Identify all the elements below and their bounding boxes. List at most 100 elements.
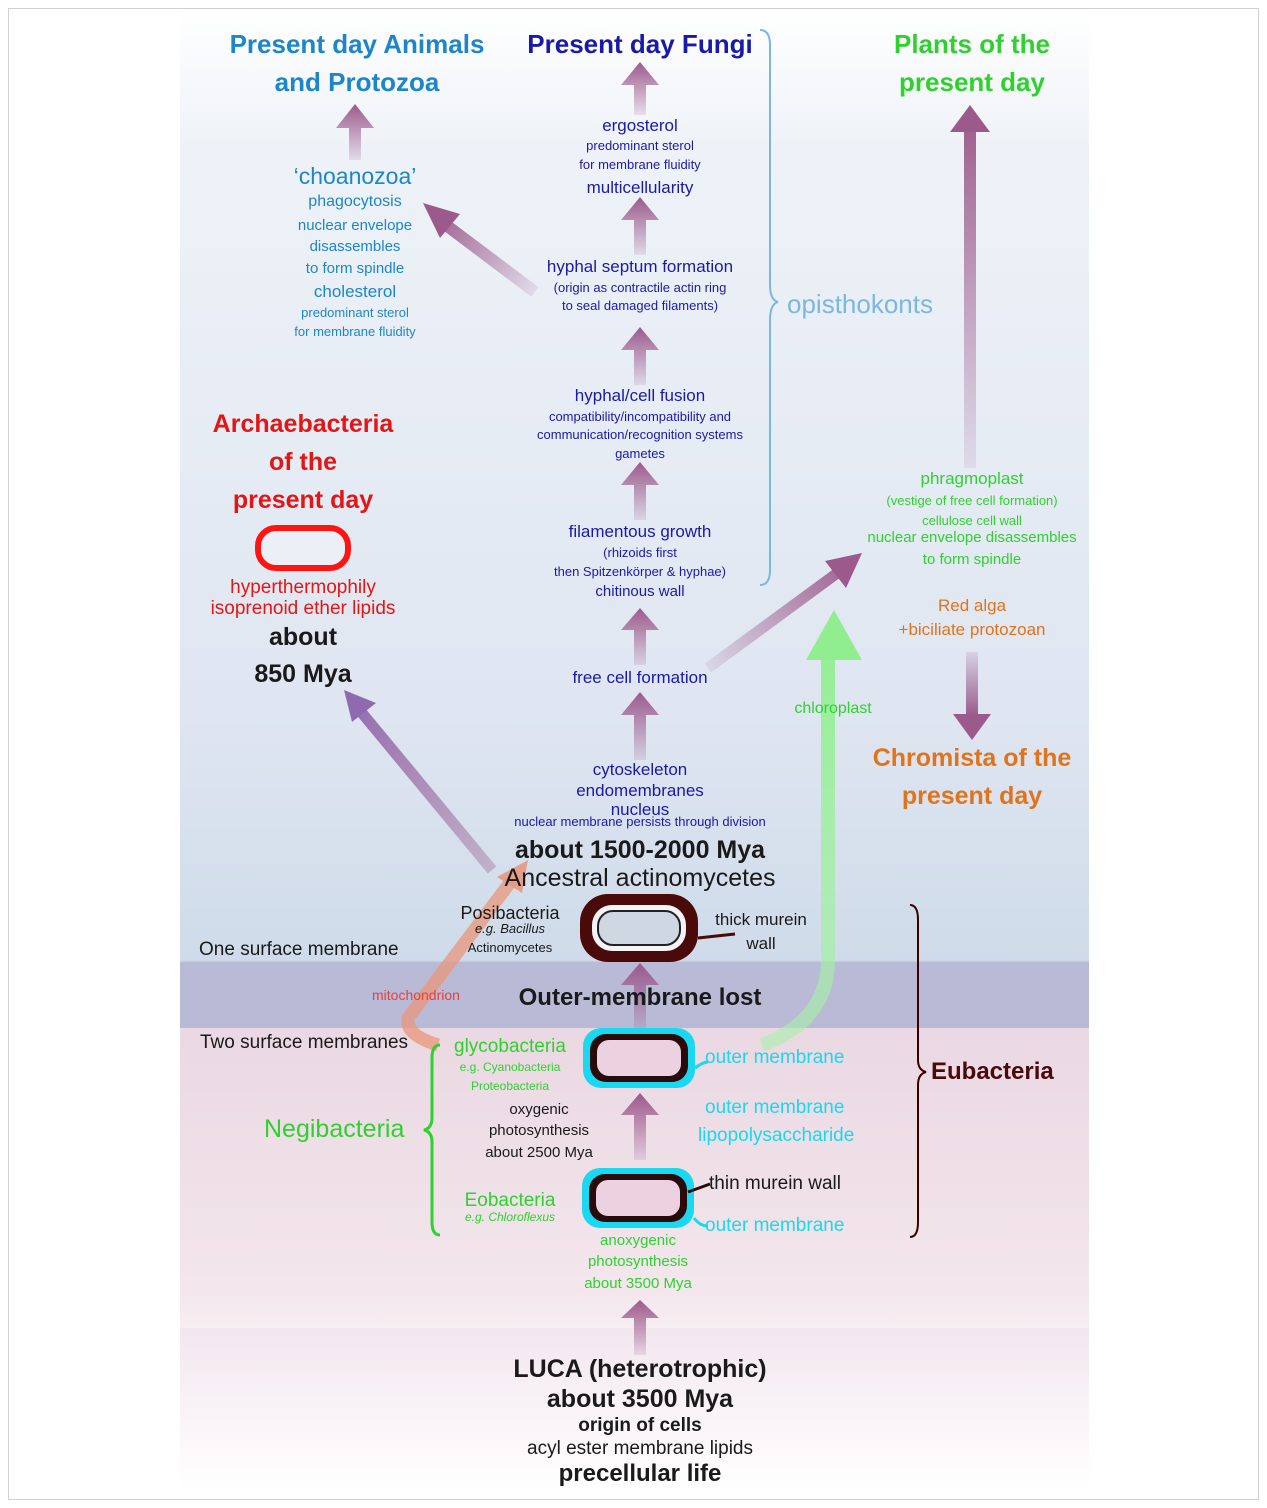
plants-heading-line2: present day	[899, 67, 1045, 97]
glyco-eg2: Proteobacteria	[470, 1079, 550, 1093]
up-arrow-septum	[621, 197, 659, 255]
eobacteria-outer-membrane-label: outer membrane	[705, 1215, 845, 1236]
up-arrow-filamentous	[621, 462, 659, 520]
thin-murein-label: thin murein wall	[709, 1173, 841, 1194]
animals-heading-line2: and Protozoa	[274, 67, 440, 97]
eubacteria-label: Eubacteria	[931, 1058, 1054, 1085]
isoprenoid-label: isoprenoid ether lipids	[210, 598, 396, 619]
nuclear-membrane-label: nuclear membrane persists through divisi…	[514, 814, 766, 829]
ergosterol-sub2: for membrane fluidity	[579, 157, 701, 172]
phragmoplast-label: phragmoplast	[920, 469, 1024, 488]
phragmoplast-sub: (vestige of free cell formation)	[886, 493, 1058, 508]
thick-murein-label2: wall	[746, 934, 776, 953]
multicellularity-label: multicellularity	[586, 178, 694, 197]
eobacteria-eg: e.g. Chloroflexus	[464, 1210, 556, 1224]
archaea-heading-line1: Archaebacteria	[212, 410, 394, 438]
up-arrow-fungi	[621, 62, 659, 115]
choanozoa-line6: predominant sterol	[301, 305, 409, 320]
free-cell-to-plants-arrow	[704, 553, 862, 673]
nucleus-label: nucleus	[610, 800, 670, 819]
ergosterol-sub1: predominant sterol	[586, 138, 694, 153]
fungi-heading: Present day Fungi	[527, 29, 753, 59]
glycobacteria-cell	[583, 1028, 709, 1088]
opisthokonts-label: opisthokonts	[787, 289, 933, 319]
up-arrow-cyto	[621, 692, 659, 760]
plants-heading-line1: Plants of the	[893, 29, 1051, 59]
archaea-arrow	[344, 690, 497, 874]
mitochondrion-label: mitochondrion	[372, 987, 460, 1003]
up-arrow-free-cell	[621, 608, 659, 665]
glyco-eg1: e.g. Cyanobacteria	[459, 1060, 561, 1074]
biciliate-label: +biciliate protozoan	[898, 620, 1046, 639]
precellular-life-label: precellular life	[558, 1460, 722, 1487]
cytoskeleton-label: cytoskeleton	[592, 760, 688, 779]
anoxygenic-date-label: about 3500 Mya	[584, 1275, 692, 1292]
fusion-label: hyphal/cell fusion	[574, 386, 706, 405]
central-evolution-arrows	[336, 62, 659, 1355]
septum-sub2: to seal damaged filaments)	[561, 298, 719, 313]
ergosterol-label: ergosterol	[602, 116, 678, 135]
archaea-about: about	[268, 623, 338, 651]
eobacteria-cell	[582, 1168, 711, 1228]
filamentous-sub2: then Spitzenkörper & hyphae)	[554, 564, 726, 579]
chromista-heading-line2: present day	[901, 782, 1043, 810]
opisthokont-bracket	[759, 29, 779, 586]
choanozoa-line1: phagocytosis	[308, 193, 402, 210]
up-arrow-fusion	[621, 327, 659, 385]
posibacteria-cell	[580, 894, 736, 962]
up-arrow-luca	[621, 1300, 659, 1355]
choanozoa-arrow	[423, 203, 539, 297]
origin-of-cells-label: origin of cells	[578, 1415, 702, 1436]
eubacteria-bracket	[909, 904, 927, 1238]
fusion-sub3: gametes	[615, 446, 665, 461]
chromista-heading-line1: Chromista of the	[872, 744, 1072, 772]
archaea-mya: 850 Mya	[254, 660, 352, 688]
luca-date-label: about 3500 Mya	[546, 1385, 734, 1413]
plant-nuclear-envelope-label: nuclear envelope disassembles	[867, 529, 1077, 546]
chromista-arrow	[953, 652, 991, 740]
hyperthermophily-label: hyperthermophily	[230, 577, 376, 598]
filamentous-sub1: (rhizoids first	[603, 545, 677, 560]
archaea-cell	[255, 525, 351, 571]
fusion-sub2: communication/recognition systems	[537, 427, 743, 442]
outer-membrane-lost-label: Outer-membrane lost	[518, 984, 762, 1011]
oxygenic-photosynthesis-label: photosynthesis	[488, 1122, 590, 1139]
glyco-outer-membrane-label: outer membrane	[705, 1047, 845, 1068]
posibacteria-label: Posibacteria	[460, 903, 560, 923]
actinomycetes-label: Actinomycetes	[467, 940, 553, 955]
outer-membrane-label: outer membrane	[705, 1097, 845, 1118]
two-surface-membranes-label: Two surface membranes	[200, 1032, 409, 1053]
ancestral-mya: about 1500-2000 Mya	[514, 836, 766, 864]
archaea-heading-line2: of the	[268, 448, 338, 476]
choanozoa-line5: cholesterol	[313, 282, 397, 301]
lipopolysaccharide-label: lipopolysaccharide	[698, 1125, 855, 1146]
anoxygenic-label: anoxygenic	[600, 1232, 676, 1249]
choanozoa-title: ‘choanozoa’	[293, 163, 417, 189]
chloroplast-label: chloroplast	[794, 700, 872, 717]
acyl-ester-label: acyl ester membrane lipids	[527, 1438, 753, 1459]
red-alga-label: Red alga	[937, 596, 1007, 615]
mitochondrion-arrow	[401, 860, 528, 1052]
septum-label: hyphal septum formation	[546, 257, 734, 276]
plant-spindle-label: to form spindle	[922, 551, 1022, 568]
one-surface-membrane-label: One surface membrane	[199, 939, 399, 960]
filamentous-label: filamentous growth	[568, 522, 712, 541]
fusion-sub1: compatibility/incompatibility and	[548, 409, 732, 424]
anoxygenic-photosynthesis-label: photosynthesis	[587, 1253, 689, 1270]
animals-heading-line1: Present day Animals	[229, 29, 485, 59]
chitinous-label: chitinous wall	[595, 583, 685, 600]
choanozoa-line4: to form spindle	[305, 260, 405, 277]
up-arrow-animals	[336, 104, 374, 160]
glycobacteria-label: glycobacteria	[454, 1036, 566, 1057]
oxygenic-label: oxygenic	[509, 1101, 569, 1118]
free-cell-label: free cell formation	[572, 668, 708, 687]
ancestral-actinomycetes: Ancestral actinomycetes	[504, 864, 776, 892]
thick-murein-label1: thick murein	[715, 910, 807, 929]
archaea-heading-line3: present day	[232, 486, 374, 514]
cellulose-label: cellulose cell wall	[922, 513, 1022, 528]
eobacteria-label: Eobacteria	[464, 1190, 556, 1211]
septum-sub1: (origin as contractile actin ring	[553, 280, 727, 295]
endomembranes-label: endomembranes	[576, 781, 704, 800]
choanozoa-line3: disassembles	[309, 238, 401, 255]
